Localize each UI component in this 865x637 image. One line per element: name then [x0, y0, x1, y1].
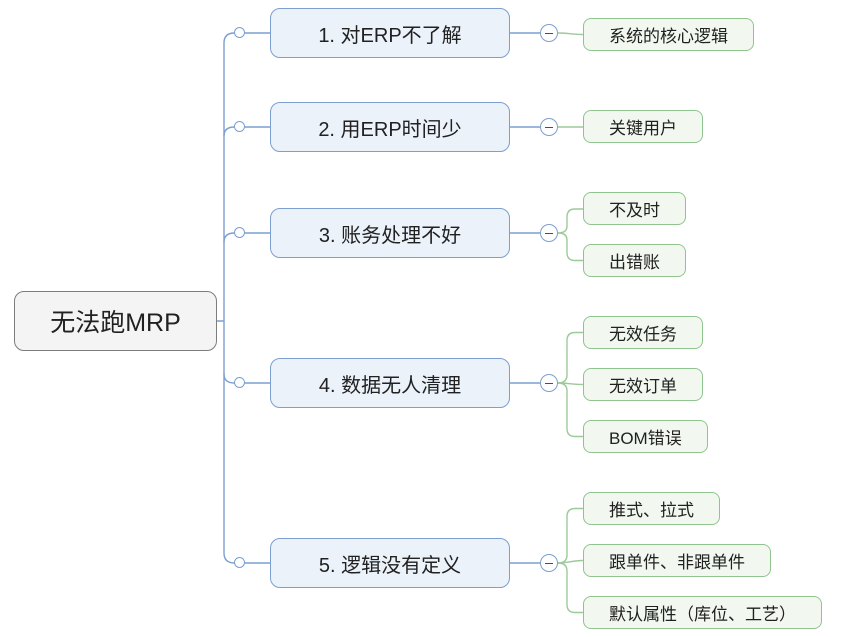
collapse-minus-icon[interactable]	[540, 224, 558, 242]
leaf-node-core-logic[interactable]: 系统的核心逻辑	[583, 18, 754, 51]
collapse-minus-icon[interactable]	[540, 554, 558, 572]
collapse-minus-icon[interactable]	[540, 118, 558, 136]
connector-dot	[234, 377, 245, 388]
leaf-node-push-pull[interactable]: 推式、拉式	[583, 492, 720, 525]
branch-node-1-erp-unfamiliar[interactable]: 1. 对ERP不了解	[270, 8, 510, 58]
connector-dot	[234, 557, 245, 568]
connector-dot	[234, 121, 245, 132]
branch-node-5-logic-undefined[interactable]: 5. 逻辑没有定义	[270, 538, 510, 588]
leaf-node-key-users[interactable]: 关键用户	[583, 110, 703, 143]
leaf-node-order-linked-or-not[interactable]: 跟单件、非跟单件	[583, 544, 771, 577]
connector-dot	[234, 27, 245, 38]
leaf-node-wrong-accounts[interactable]: 出错账	[583, 244, 686, 277]
collapse-minus-icon[interactable]	[540, 24, 558, 42]
collapse-minus-icon[interactable]	[540, 374, 558, 392]
connector-dot	[234, 227, 245, 238]
leaf-node-default-attributes[interactable]: 默认属性（库位、工艺）	[583, 596, 822, 629]
leaf-node-bom-errors[interactable]: BOM错误	[583, 420, 708, 453]
branch-node-4-data-uncleaned[interactable]: 4. 数据无人清理	[270, 358, 510, 408]
leaf-node-invalid-orders[interactable]: 无效订单	[583, 368, 703, 401]
branch-node-3-poor-accounting[interactable]: 3. 账务处理不好	[270, 208, 510, 258]
leaf-node-not-timely[interactable]: 不及时	[583, 192, 686, 225]
branch-node-2-low-erp-usage[interactable]: 2. 用ERP时间少	[270, 102, 510, 152]
root-node-cannot-run-mrp[interactable]: 无法跑MRP	[14, 291, 217, 351]
leaf-node-invalid-tasks[interactable]: 无效任务	[583, 316, 703, 349]
